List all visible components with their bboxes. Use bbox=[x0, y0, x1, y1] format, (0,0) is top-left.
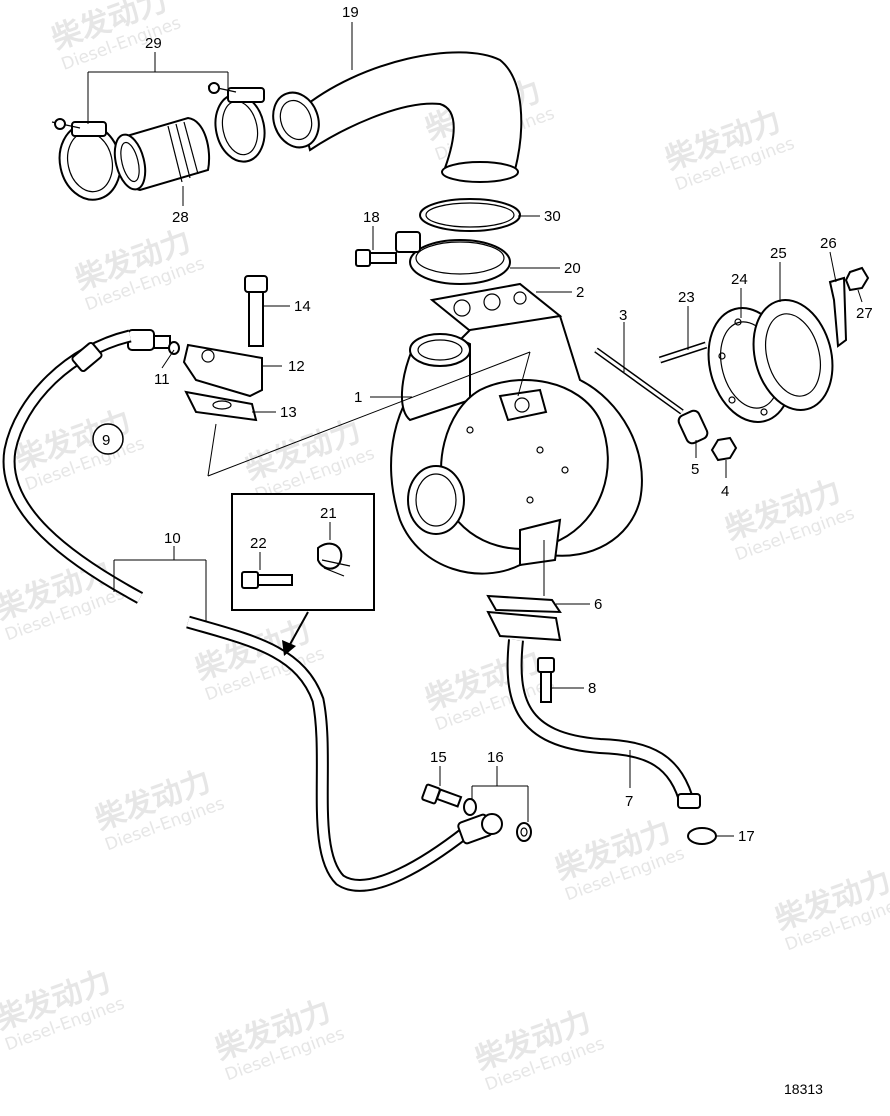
oil-supply-block bbox=[182, 343, 263, 398]
callout-labels: 1 2 3 4 5 6 7 8 10 11 12 13 14 15 16 17 … bbox=[145, 4, 873, 845]
callout-27: 27 bbox=[856, 305, 873, 322]
o-ring bbox=[419, 198, 521, 232]
spacer-sleeve bbox=[677, 409, 709, 445]
callout-15: 15 bbox=[430, 749, 447, 766]
watermark: 柴发动力 Diesel-Engines bbox=[771, 864, 890, 956]
callout-8: 8 bbox=[588, 680, 596, 697]
callout-17: 17 bbox=[738, 828, 755, 845]
turbocharger bbox=[390, 314, 643, 575]
watermark: 柴发动力 Diesel-Engines bbox=[91, 764, 228, 856]
watermark: 柴发动力 Diesel-Engines bbox=[241, 414, 378, 506]
callout-20: 20 bbox=[564, 260, 581, 277]
detail-inset bbox=[231, 493, 375, 656]
callout-12: 12 bbox=[288, 358, 305, 375]
callout-6: 6 bbox=[594, 596, 602, 613]
bracket-nut bbox=[844, 266, 870, 292]
banjo-bolt bbox=[244, 275, 268, 347]
callout-23: 23 bbox=[678, 289, 695, 306]
callout-10: 10 bbox=[164, 530, 181, 547]
drawing-number: 18313 bbox=[784, 1081, 823, 1097]
callout-4: 4 bbox=[721, 483, 729, 500]
return-o-ring bbox=[687, 827, 717, 845]
flange-screw bbox=[537, 657, 555, 703]
callout-24: 24 bbox=[731, 271, 748, 288]
return-gasket bbox=[486, 594, 562, 614]
v-band-clamp bbox=[395, 231, 511, 285]
callout-19: 19 bbox=[342, 4, 359, 21]
hose-clamp-right bbox=[207, 82, 266, 163]
watermark: 柴发动力 Diesel-Engines bbox=[0, 964, 127, 1056]
watermark: 柴发动力 Diesel-Engines bbox=[551, 814, 688, 906]
watermark: 柴发动力 Diesel-Engines bbox=[47, 0, 184, 75]
watermark: 柴发动力 Diesel-Engines bbox=[71, 224, 208, 316]
callout-3: 3 bbox=[619, 307, 627, 324]
callout-2: 2 bbox=[576, 284, 584, 301]
callout-22: 22 bbox=[250, 535, 267, 552]
leader-lines bbox=[87, 22, 863, 837]
watermark: 柴发动力 Diesel-Engines bbox=[471, 1004, 608, 1096]
short-stud bbox=[658, 341, 708, 364]
callout-7: 7 bbox=[625, 793, 633, 810]
oil-supply-gasket bbox=[184, 390, 258, 422]
watermark: 柴发动力 Diesel-Engines bbox=[721, 474, 858, 566]
banjo-fitting bbox=[457, 813, 503, 845]
watermark: 柴发动力 Diesel-Engines bbox=[211, 994, 348, 1086]
oil-supply-pipe bbox=[2, 329, 470, 892]
callout-14: 14 bbox=[294, 298, 311, 315]
watermark: 柴发动力 Diesel-Engines bbox=[661, 104, 798, 196]
callout-28: 28 bbox=[172, 209, 189, 226]
watermark: 柴发动力 Diesel-Engines bbox=[11, 404, 148, 496]
watermark: 柴发动力 Diesel-Engines bbox=[0, 554, 127, 646]
oil-return-pipe bbox=[486, 610, 701, 809]
svg-text:9: 9 bbox=[102, 432, 110, 449]
callout-29: 29 bbox=[145, 35, 162, 52]
clamp-bolt bbox=[355, 249, 397, 267]
callout-18: 18 bbox=[363, 209, 380, 226]
sealing-washers bbox=[463, 798, 532, 842]
charge-air-elbow bbox=[272, 51, 523, 183]
oil-fitting bbox=[127, 329, 180, 355]
callout-25: 25 bbox=[770, 245, 787, 262]
callout-13: 13 bbox=[280, 404, 297, 421]
callout-30: 30 bbox=[544, 208, 561, 225]
callout-5: 5 bbox=[691, 461, 699, 478]
exhaust-flange-plate bbox=[752, 299, 834, 411]
banjo-bolt-lower bbox=[421, 783, 463, 808]
callout-16: 16 bbox=[487, 749, 504, 766]
intake-connector-pipe bbox=[113, 116, 211, 192]
callout-21: 21 bbox=[320, 505, 337, 522]
callout-1: 1 bbox=[354, 389, 362, 406]
callout-11: 11 bbox=[154, 371, 170, 388]
callout-26: 26 bbox=[820, 235, 837, 252]
hex-nut bbox=[710, 436, 738, 462]
bracket bbox=[828, 276, 848, 348]
reference-marker: 9 bbox=[92, 423, 124, 455]
long-stud bbox=[594, 347, 684, 415]
